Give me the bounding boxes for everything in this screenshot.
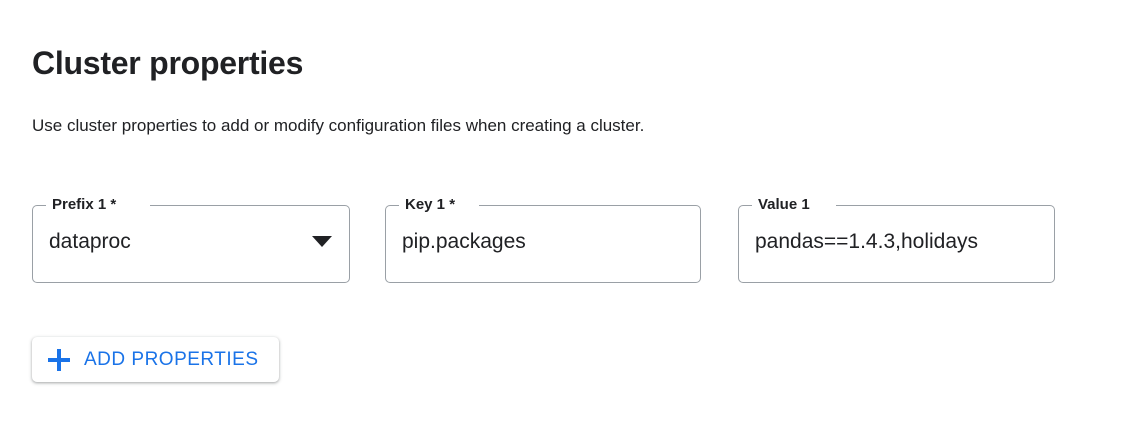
- value-field-label: Value 1: [754, 195, 815, 215]
- value-input-field[interactable]: Value 1 pandas==1.4.3,holidays: [738, 195, 1055, 283]
- add-properties-label: ADD PROPERTIES: [84, 348, 259, 370]
- prefix-field-label: Prefix 1 *: [48, 195, 122, 215]
- page-title: Cluster properties: [32, 45, 304, 82]
- properties-row: Prefix 1 * dataproc Key 1 * pip.packages…: [32, 195, 1090, 283]
- outline-leading: [385, 205, 399, 283]
- prefix-select-value[interactable]: dataproc: [49, 230, 131, 253]
- chevron-down-icon[interactable]: [312, 236, 332, 247]
- outline-leading: [32, 205, 46, 283]
- section-description: Use cluster properties to add or modify …: [32, 116, 645, 135]
- value-input-value[interactable]: pandas==1.4.3,holidays: [755, 230, 979, 253]
- prefix-select-field[interactable]: Prefix 1 * dataproc: [32, 195, 350, 283]
- key-field-label: Key 1 *: [401, 195, 461, 215]
- key-input-field[interactable]: Key 1 * pip.packages: [385, 195, 701, 283]
- add-properties-button[interactable]: ADD PROPERTIES: [32, 337, 279, 382]
- outline-leading: [738, 205, 752, 283]
- plus-icon: [48, 348, 70, 371]
- key-input-value[interactable]: pip.packages: [402, 230, 526, 253]
